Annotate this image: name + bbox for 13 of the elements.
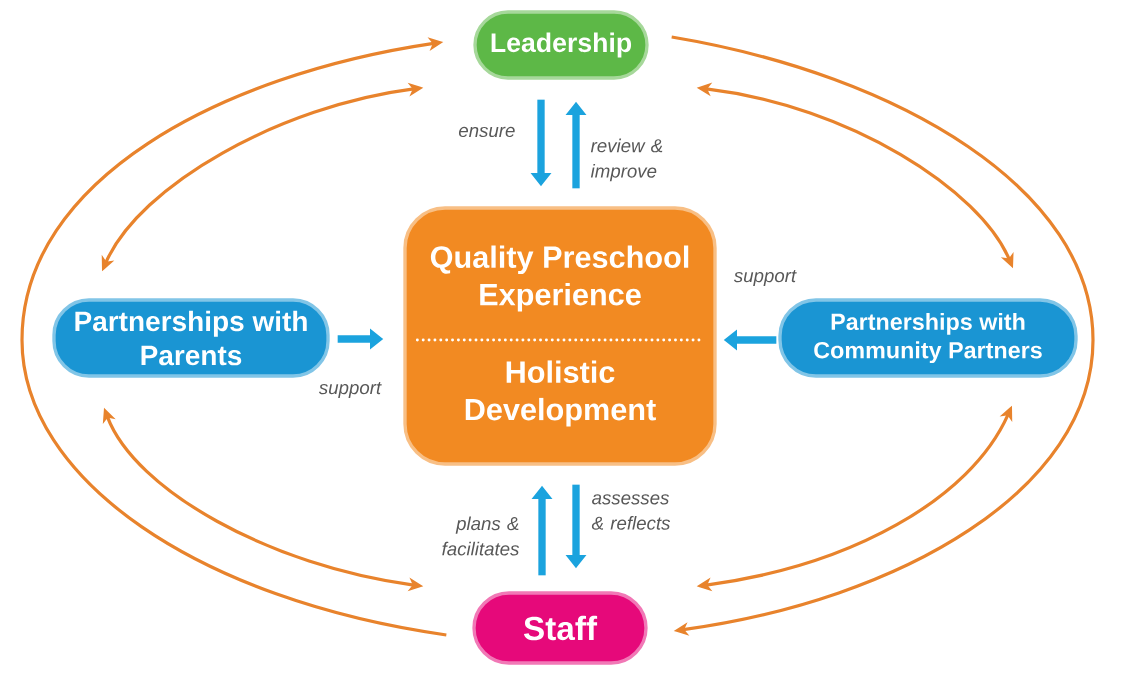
edge-label: plans & facilitates bbox=[442, 516, 519, 556]
edge-label: review & improve bbox=[590, 138, 663, 182]
curved-arrow bbox=[671, 35, 1095, 636]
rounded-box: Partnerships with Community Partners bbox=[778, 298, 1078, 378]
rounded-box: Partnerships with Parents bbox=[52, 298, 330, 378]
edge-label: ensure bbox=[458, 126, 515, 138]
central-box: Quality Preschool Experience Holistic Development bbox=[403, 206, 717, 466]
curved-arrow bbox=[20, 37, 447, 637]
edge-label: support bbox=[733, 270, 797, 286]
rounded-box: Leadership bbox=[473, 10, 649, 80]
rounded-box: Staff bbox=[472, 591, 648, 665]
edge-label: support bbox=[318, 382, 382, 398]
edge-label: assesses & reflects bbox=[591, 494, 671, 530]
